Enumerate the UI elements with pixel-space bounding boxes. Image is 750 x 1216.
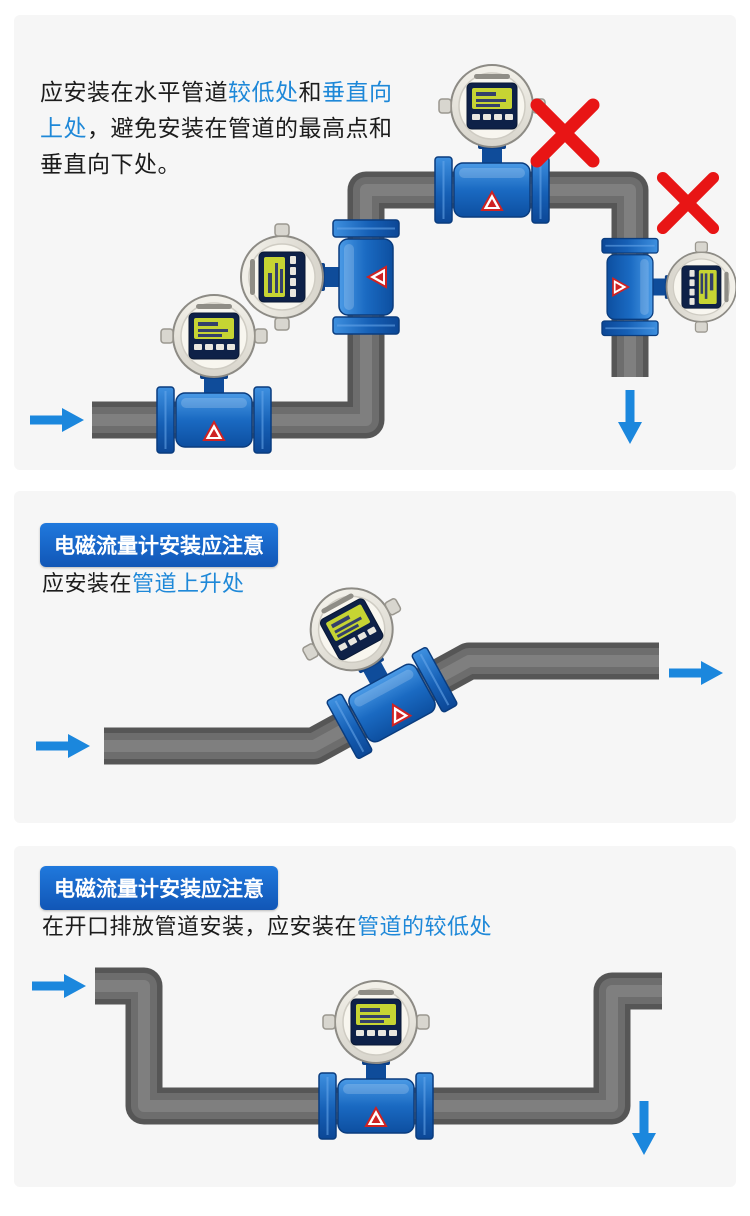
flowmeter-icon-low-horizontal bbox=[156, 294, 272, 454]
notice-badge: 电磁流量计安装应注意 bbox=[40, 523, 278, 567]
flowmeter-icon-low-point bbox=[318, 980, 434, 1140]
flowmeter-icon-high-point bbox=[434, 64, 550, 224]
text-segment-highlight: 较低处 bbox=[228, 80, 299, 106]
panel-horizontal-install-rules: 应安装在水平管道较低处和垂直向上处，避免安装在管道的最高点和垂直向下处。 bbox=[14, 15, 736, 470]
flowmeter-icon-vertical-down bbox=[601, 237, 736, 337]
text-segment-highlight: 垂直向上处 bbox=[40, 80, 393, 142]
text-segment: 在开口排放管道安装，应安装在 bbox=[42, 915, 358, 940]
wrong-installation-x-icon bbox=[537, 105, 593, 161]
pipe-scene-3 bbox=[32, 967, 662, 1155]
notice-badge: 电磁流量计安装应注意 bbox=[40, 866, 278, 910]
flow-direction-arrow-icon bbox=[669, 661, 723, 685]
text-segment-highlight: 管道的较低处 bbox=[357, 915, 493, 940]
flow-direction-arrow-icon bbox=[632, 1101, 656, 1155]
text-segment-highlight: 管道上升处 bbox=[132, 572, 245, 597]
pipe-scene-2 bbox=[36, 564, 723, 765]
text-segment: 和 bbox=[298, 80, 322, 106]
text-segment: ，避免安装在管道的最高点和垂直向下处。 bbox=[40, 116, 393, 178]
panel-open-discharge-install: 电磁流量计安装应注意 在开口排放管道安装，应安装在管道的较低处 bbox=[14, 846, 736, 1187]
flow-direction-arrow-icon bbox=[30, 408, 84, 432]
installation-description: 应安装在水平管道较低处和垂直向上处，避免安装在管道的最高点和垂直向下处。 bbox=[40, 75, 396, 183]
flow-direction-arrow-icon bbox=[618, 390, 642, 444]
wrong-installation-x-icon bbox=[663, 178, 713, 228]
flowmeter-icon-vertical-up bbox=[240, 219, 400, 335]
text-segment: 应安装在 bbox=[42, 572, 133, 597]
installation-note: 应安装在管道上升处 bbox=[42, 569, 245, 601]
text-segment: 应安装在水平管道 bbox=[40, 80, 228, 106]
panel-rising-pipe-install: 电磁流量计安装应注意 应安装在管道上升处 bbox=[14, 491, 736, 823]
flow-direction-arrow-icon bbox=[32, 974, 86, 998]
flow-direction-arrow-icon bbox=[36, 734, 90, 758]
page-root: { "colors": { "accent_blue": "#1e88d8", … bbox=[0, 15, 750, 1216]
pipe-scene-1 bbox=[30, 64, 736, 454]
installation-note: 在开口排放管道安装，应安装在管道的较低处 bbox=[42, 912, 492, 944]
